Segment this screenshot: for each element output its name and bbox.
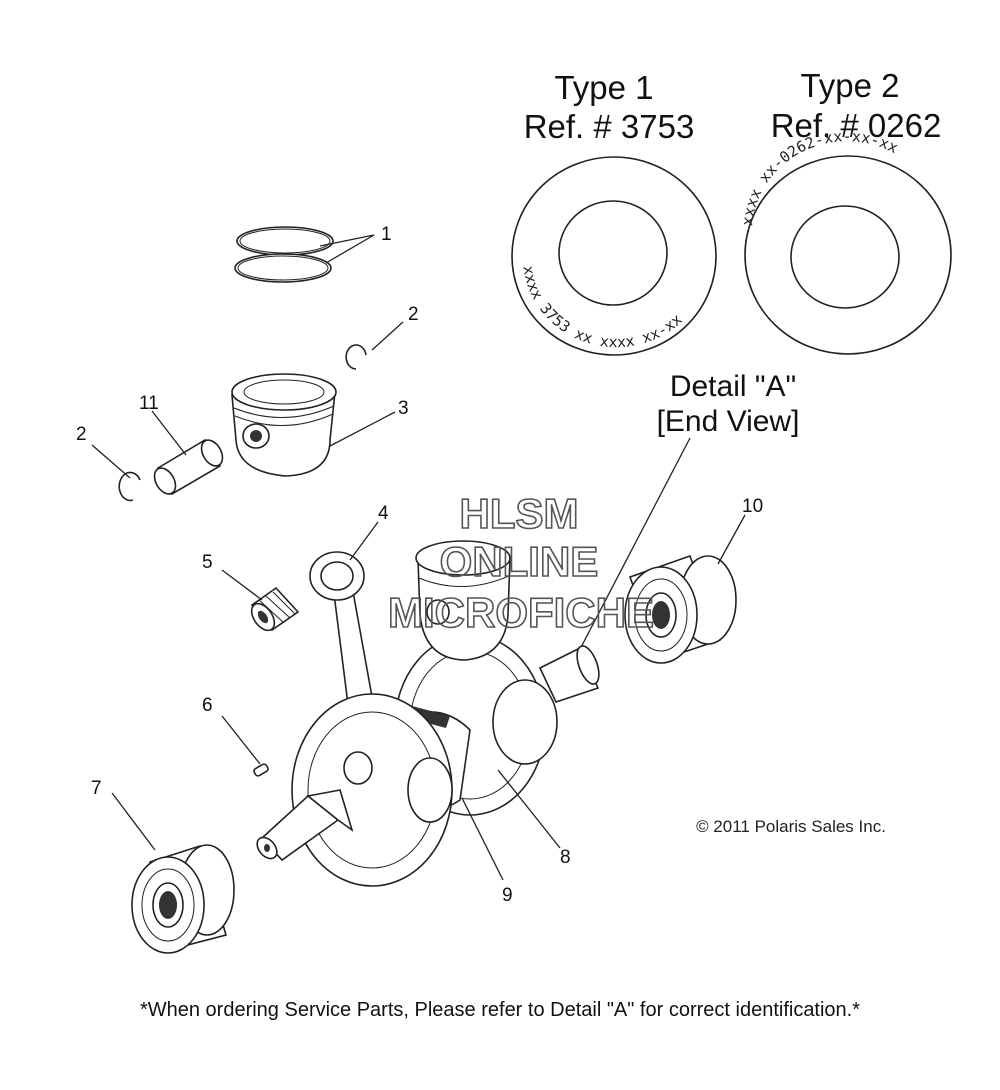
callout-4: 4 — [378, 503, 389, 524]
part-10-main-bearing — [624, 554, 737, 664]
watermark-line-2: ONLINE — [440, 538, 599, 585]
callout-3: 3 — [398, 398, 409, 419]
part-3-piston — [231, 373, 337, 477]
type2-ref: Ref. # 0262 — [771, 107, 942, 144]
type1-bore — [558, 200, 668, 306]
service-parts-note: *When ordering Service Parts, Please ref… — [140, 999, 860, 1021]
part-7-main-bearing — [131, 844, 235, 954]
crankshaft-assembly — [256, 540, 600, 887]
callout-5: 5 — [202, 552, 213, 573]
type2-bore — [790, 205, 900, 309]
callout-6: 6 — [202, 695, 213, 716]
callout-2-right: 2 — [408, 304, 419, 325]
callout-9: 9 — [502, 885, 513, 906]
part-6-woodruff-key — [253, 763, 269, 777]
callout-2-left: 2 — [76, 424, 87, 445]
watermark: HLSM ONLINE MICROFICHE — [387, 489, 655, 637]
callout-10: 10 — [742, 496, 763, 517]
part-5-needle-bearing — [250, 586, 300, 632]
watermark-line-1: HLSM — [460, 490, 579, 537]
part-11-wrist-pin — [153, 438, 224, 496]
callout-7: 7 — [91, 778, 102, 799]
type1-end-view: Type 1 Ref. # 3753 xxxx 3753 xx xxxx xx-… — [511, 69, 717, 356]
part-2-circlip-left — [118, 471, 141, 502]
type1-title: Type 1 — [554, 69, 653, 106]
callout-1: 1 — [381, 224, 392, 245]
detail-a-title: Detail "A" — [670, 370, 796, 403]
detail-a-leader — [576, 437, 691, 656]
watermark-line-3: MICROFICHE — [388, 589, 654, 636]
type2-title: Type 2 — [800, 67, 899, 104]
callout-8: 8 — [560, 847, 571, 868]
type1-ref: Ref. # 3753 — [524, 108, 695, 145]
type2-end-view: Type 2 Ref. # 0262 xxxx xx-0262-xx-xx-xx — [738, 67, 952, 355]
part-2-circlip-right — [345, 344, 367, 370]
detail-a-subtitle: [End View] — [657, 405, 800, 438]
part-1-piston-rings — [234, 226, 334, 283]
callout-11: 11 — [139, 393, 159, 414]
copyright: © 2011 Polaris Sales Inc. — [696, 817, 886, 836]
